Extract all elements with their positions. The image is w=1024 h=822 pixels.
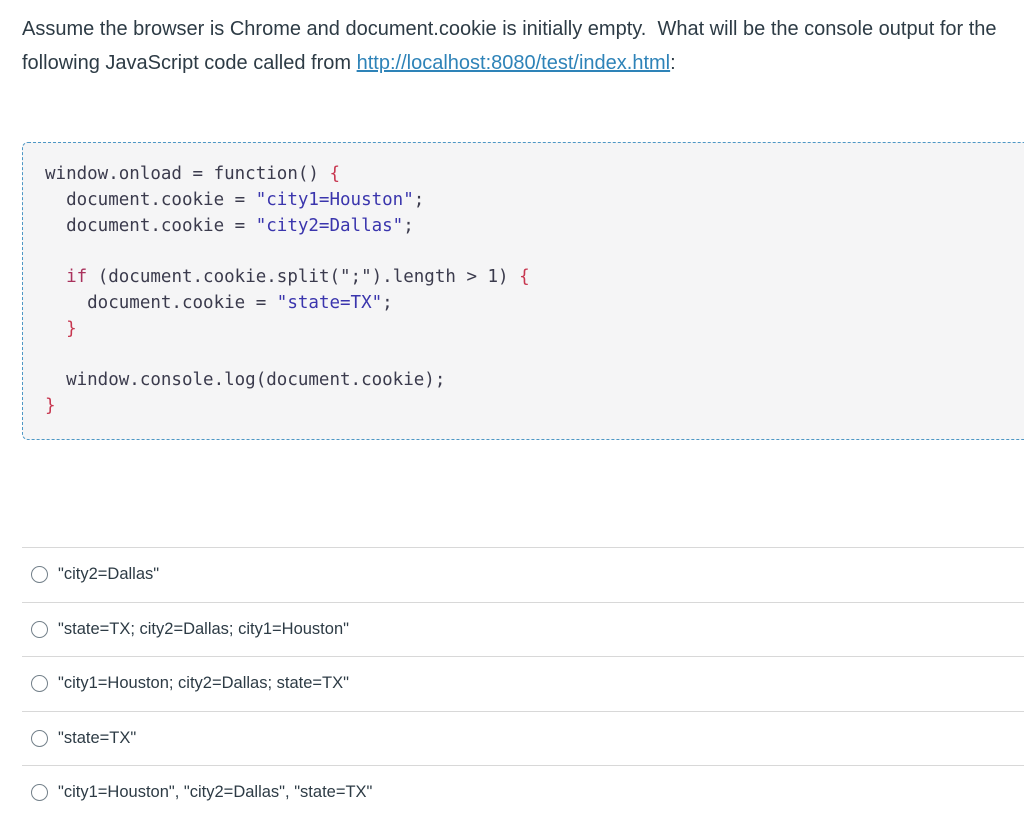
radio-button[interactable]	[31, 566, 48, 584]
code-token-keyword: if	[66, 267, 88, 288]
answer-option-label: "city1=Houston; city2=Dallas; state=TX"	[58, 674, 349, 693]
code-token-string: "city1=Houston"	[255, 189, 414, 210]
answer-option-2[interactable]: "state=TX; city2=Dallas; city1=Houston"	[22, 601, 1024, 657]
code-token-brace: }	[45, 396, 56, 417]
code-line-4	[45, 239, 1024, 265]
code-token-plain: ;	[413, 189, 425, 210]
code-block: window.onload = function() { document.co…	[22, 142, 1024, 440]
question-text-after: :	[670, 52, 676, 74]
code-token-plain: ;	[382, 292, 393, 313]
code-line-5: if (document.cookie.split(";").length > …	[45, 265, 1024, 291]
answer-option-3[interactable]: "city1=Houston; city2=Dallas; state=TX"	[22, 656, 1024, 711]
answer-options-list: "city2=Dallas" "state=TX; city2=Dallas; c…	[22, 547, 1024, 820]
answer-option-label: "city2=Dallas"	[58, 565, 160, 584]
answer-option-label: "state=TX"	[58, 728, 137, 747]
question-link[interactable]: http://localhost:8080/test/index.html	[356, 52, 671, 74]
code-token-plain	[45, 319, 66, 339]
code-token-brace: }	[66, 318, 77, 339]
answer-option-label: "city1=Houston", "city2=Dallas", "state=…	[58, 783, 373, 802]
code-line-9: window.console.log(document.cookie);	[45, 368, 1024, 394]
code-line-8	[45, 343, 1024, 369]
code-token-brace: {	[329, 164, 341, 184]
answer-option-5[interactable]: "city1=Houston", "city2=Dallas", "state=…	[22, 765, 1024, 820]
code-token-brace: {	[519, 267, 530, 288]
code-token-string: "city2=Dallas"	[255, 215, 404, 236]
code-line-6: document.cookie = "state=TX";	[45, 291, 1024, 317]
quiz-question-page: { "question": { "text_before": "Assume t…	[0, 12, 1024, 822]
radio-button[interactable]	[31, 784, 48, 802]
radio-button[interactable]	[31, 620, 48, 638]
answer-option-4[interactable]: "state=TX"	[22, 710, 1024, 766]
code-token-plain: document.cookie =	[45, 189, 256, 210]
code-line-2: document.cookie = "city1=Houston";	[45, 188, 1024, 214]
code-line-1: window.onload = function() {	[45, 162, 1024, 188]
radio-button[interactable]	[31, 675, 48, 693]
answer-option-1[interactable]: "city2=Dallas"	[22, 547, 1024, 602]
code-line-10: }	[45, 394, 1024, 420]
radio-button[interactable]	[31, 729, 48, 747]
code-token-plain: ;	[403, 215, 414, 236]
code-token-string: "state=TX"	[276, 292, 383, 313]
question-text-before: Assume the browser is Chrome and documen…	[22, 18, 1003, 74]
code-token-plain: document.cookie =	[45, 292, 277, 313]
code-line-7: }	[45, 317, 1024, 343]
code-token-plain: window.console.log(document.cookie);	[45, 370, 446, 391]
code-line-3: document.cookie = "city2=Dallas";	[45, 214, 1024, 240]
code-token-plain	[45, 267, 66, 287]
code-token-plain: window.onload = function()	[45, 164, 330, 184]
question-text: Assume the browser is Chrome and documen…	[22, 12, 1004, 80]
code-token-plain: (document.cookie.split(";").length > 1)	[87, 267, 520, 288]
code-token-plain: document.cookie =	[45, 215, 256, 236]
answer-option-label: "state=TX; city2=Dallas; city1=Houston"	[58, 619, 349, 638]
